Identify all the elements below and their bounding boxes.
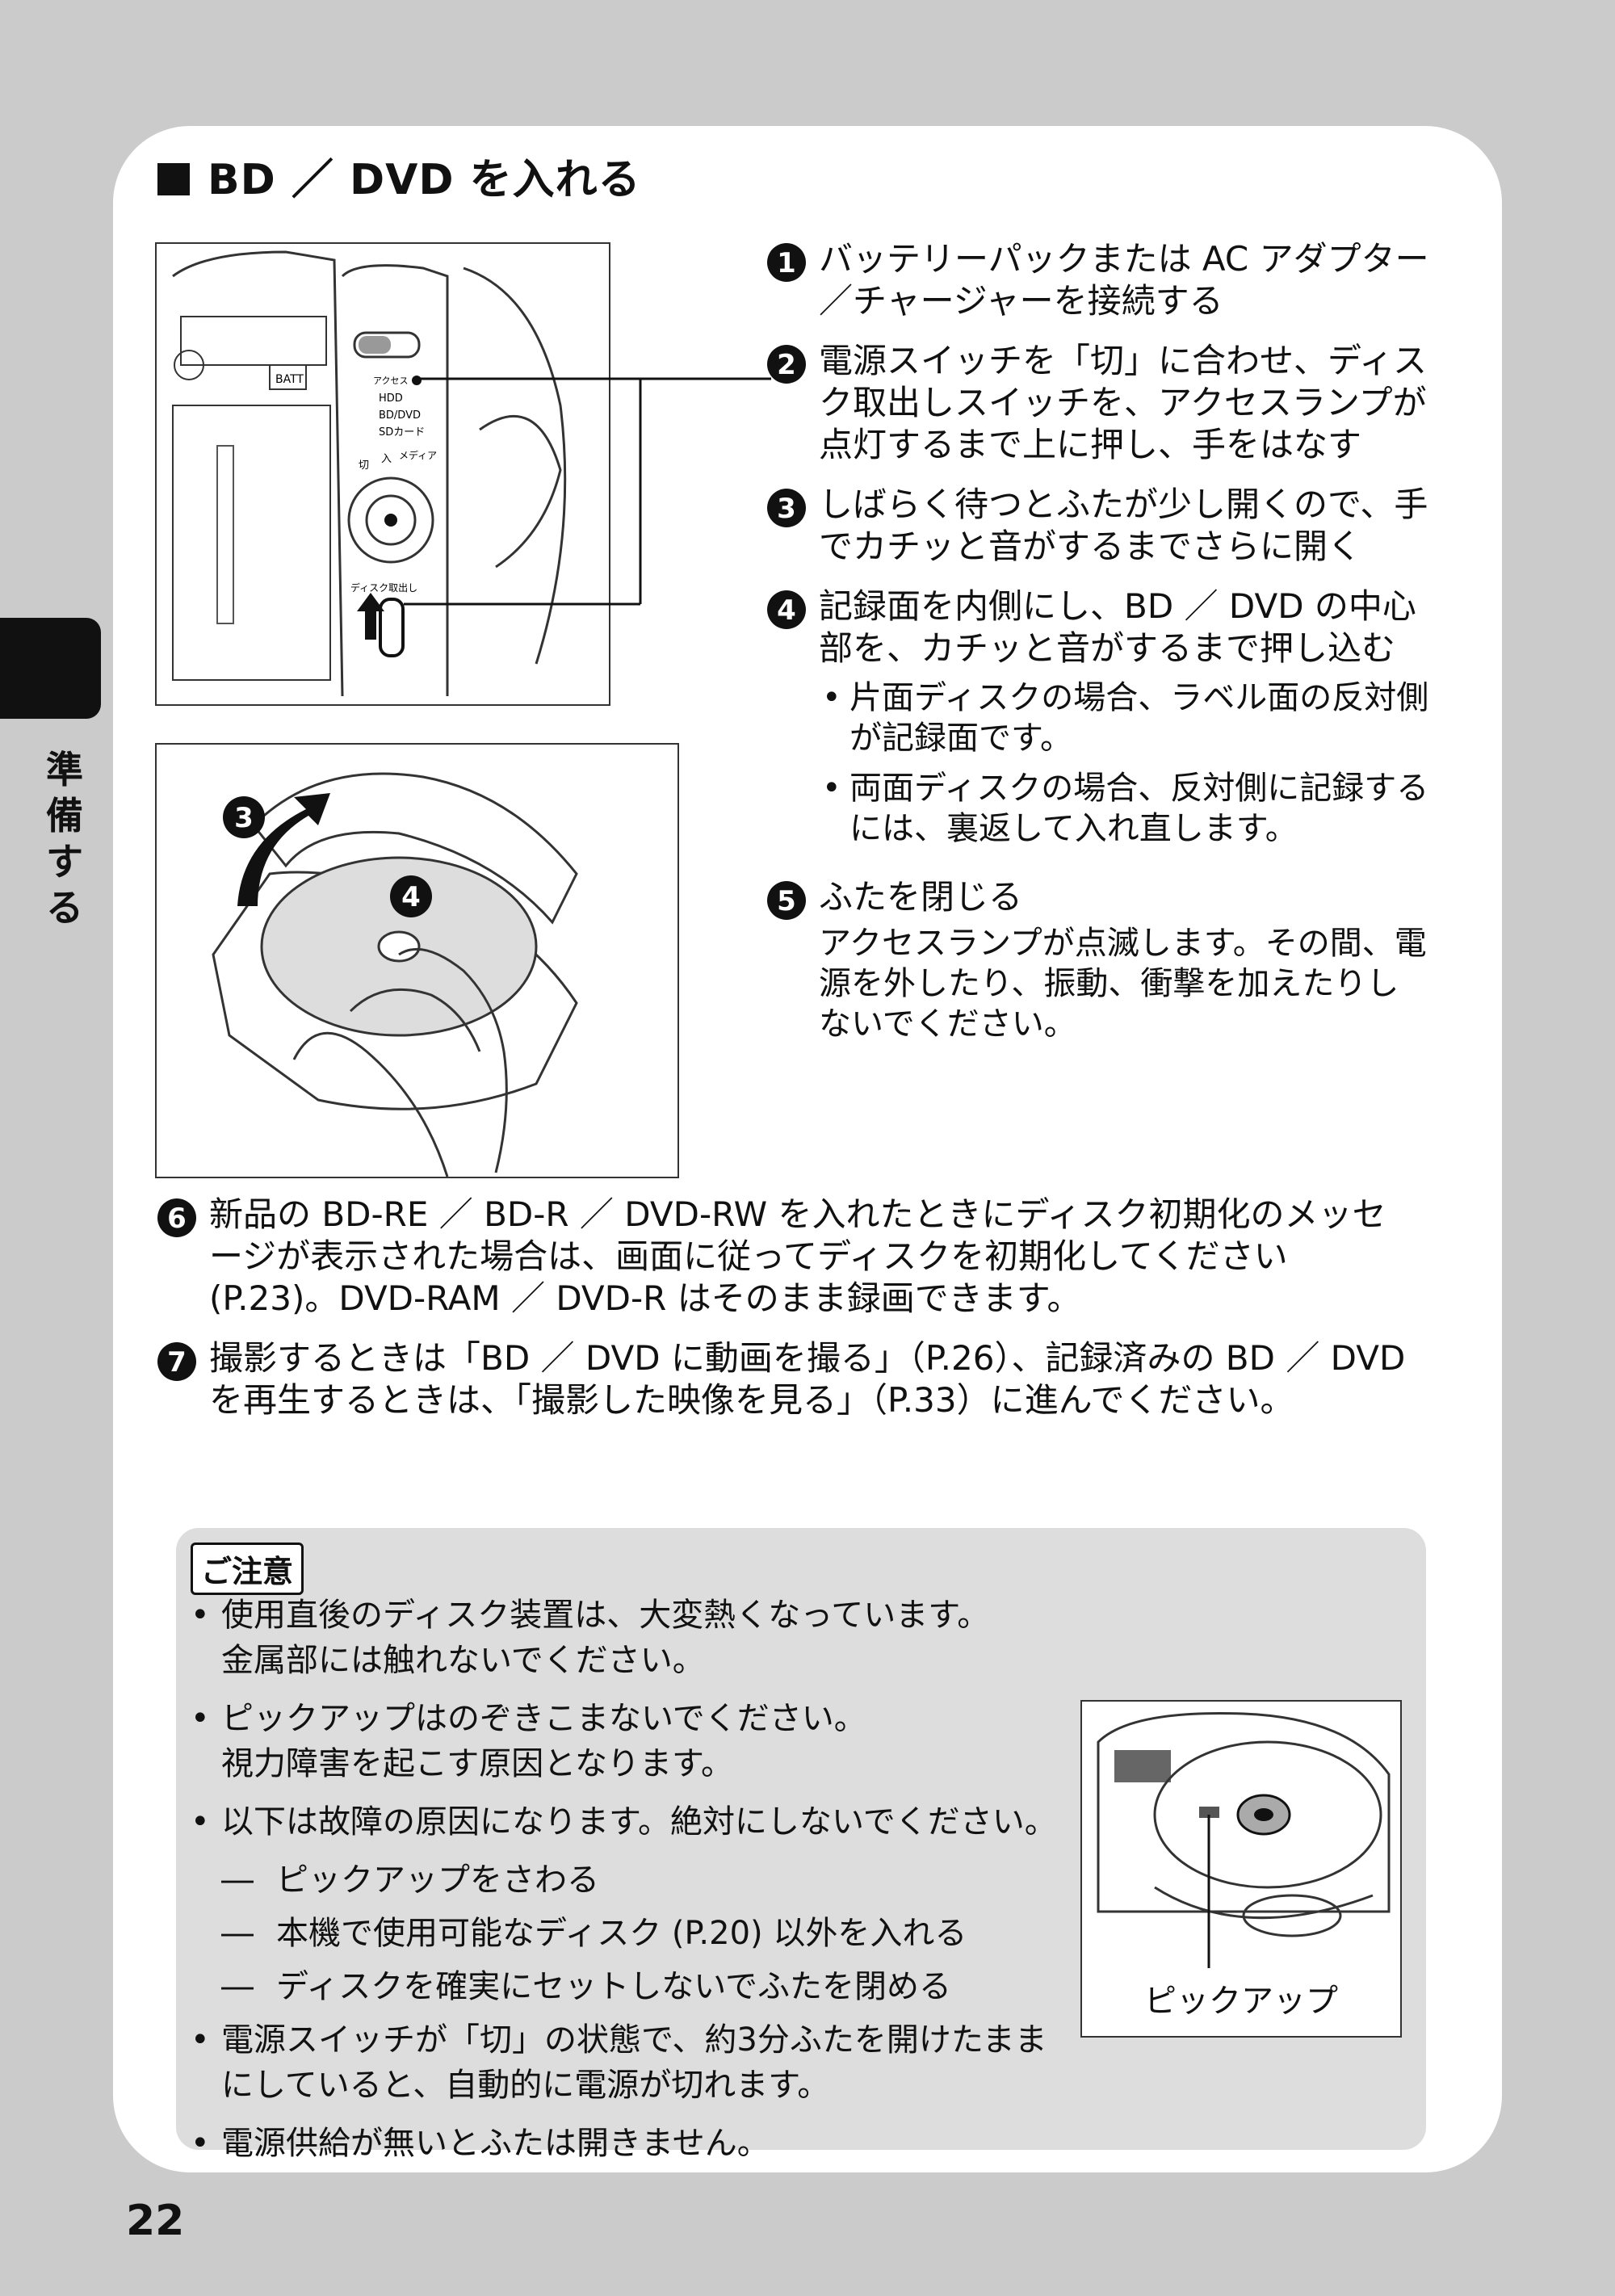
hdd-label: HDD [379, 392, 403, 405]
marker-4: 4 [401, 881, 421, 913]
step-4: 4 記録面を内側にし、BD ／ DVD の中心部を、カチッと音がするまで押し込む… [767, 586, 1429, 858]
dash-text: ピックアップをさわる [276, 1862, 599, 1899]
step-5: 5 ふたを閉じる アクセスランプが点滅します。その間、電源を外したり、振動、衝撃… [767, 876, 1429, 1044]
step-text: ふたを閉じる [819, 877, 1023, 917]
on-label: 入 [381, 453, 392, 465]
section-heading: BD ／ DVD を入れる [157, 145, 641, 206]
steps-full-width: 6 新品の BD-RE ／ BD-R ／ DVD-RW を入れたときにディスク初… [157, 1194, 1417, 1439]
list-item: 片面ディスクの場合、ラベル面の反対側が記録面です。 [819, 678, 1429, 758]
step-2: 2 電源スイッチを「切」に合わせ、ディスク取出しスイッチを、アクセスランプが点灯… [767, 340, 1429, 466]
dash-item: ― ディスクを確実にセットしないでふたを閉める [187, 1964, 1076, 2009]
dash-item: ― 本機で使用可能なディスク (P.20) 以外を入れる [187, 1911, 1076, 1956]
marker-3: 3 [234, 802, 254, 834]
dash-text: 本機で使用可能なディスク (P.20) 以外を入れる [276, 1915, 967, 1952]
camera-side-illustration: BATT アクセス HDD BD/DVD SDカード 切 入 メディア ディスク… [155, 242, 610, 706]
step-note: アクセスランプが点滅します。その間、電源を外したり、振動、衝撃を加えたりしないで… [819, 925, 1427, 1043]
insert-disc-drawing: 3 4 [212, 772, 578, 1177]
dash-mark: ― [221, 1862, 254, 1899]
step-4-bullets: 片面ディスクの場合、ラベル面の反対側が記録面です。 両面ディスクの場合、反対側に… [819, 678, 1429, 849]
step-number: 1 [767, 243, 806, 282]
step-6: 6 新品の BD-RE ／ BD-R ／ DVD-RW を入れたときにディスク初… [157, 1194, 1417, 1320]
step-1: 1 バッテリーパックまたは AC アダプター／チャージャーを接続する [767, 238, 1429, 322]
list-item: 使用直後のディスク装置は、大変熱くなっています。 金属部には触れないでください。 [187, 1593, 1076, 1683]
dash-text: ディスクを確実にセットしないでふたを閉める [276, 1968, 951, 2005]
list-item: 両面ディスクの場合、反対側に記録するには、裏返して入れ直します。 [819, 768, 1429, 849]
dash-item: ― ピックアップをさわる [187, 1857, 1076, 1903]
step-number: 3 [767, 489, 806, 527]
steps-right-column: 1 バッテリーパックまたは AC アダプター／チャージャーを接続する 2 電源ス… [767, 238, 1429, 1062]
bddvd-label: BD/DVD [379, 409, 421, 422]
dash-mark: ― [221, 1915, 254, 1952]
heading-text: BD ／ DVD を入れる [208, 156, 641, 204]
camera-side-drawing: BATT アクセス HDD BD/DVD SDカード 切 入 メディア ディスク… [172, 250, 567, 697]
list-item: ピックアップはのぞきこまないでください。 視力障害を起こす原因となります。 [187, 1696, 1076, 1786]
chapter-label: 準備する [46, 748, 83, 930]
step-text: バッテリーパックまたは AC アダプター／チャージャーを接続する [819, 239, 1429, 321]
step-7: 7 撮影するときは「BD ／ DVD に動画を撮る」（P.26）、記録済みの B… [157, 1337, 1417, 1421]
access-label: アクセス [373, 376, 408, 386]
chapter-tab [0, 618, 101, 719]
step-text: しばらく待つとふたが少し開くので、手でカチッと音がするまでさらに開く [819, 485, 1428, 566]
pickup-drawing [1097, 1711, 1391, 1968]
step-text: 新品の BD-RE ／ BD-R ／ DVD-RW を入れたときにディスク初期化… [209, 1194, 1386, 1318]
step-number: 5 [767, 881, 806, 920]
media-label: メディア [399, 449, 437, 461]
batt-label: BATT [275, 373, 304, 386]
off-label: 切 [359, 460, 369, 472]
step-3: 3 しばらく待つとふたが少し開くので、手でカチッと音がするまでさらに開く [767, 484, 1429, 568]
square-bullet-icon [157, 163, 190, 195]
step-text: 記録面を内側にし、BD ／ DVD の中心部を、カチッと音がするまで押し込む [819, 586, 1416, 668]
sd-label: SDカード [379, 426, 425, 439]
step-number: 6 [157, 1198, 196, 1237]
step-text: 電源スイッチを「切」に合わせ、ディスク取出しスイッチを、アクセスランプが点灯する… [819, 341, 1428, 464]
caution-title: ご注意 [191, 1543, 304, 1595]
list-item: 以下は故障の原因になります。絶対にしないでください。 [187, 1799, 1076, 1845]
step-number: 2 [767, 345, 806, 384]
pickup-illustration: ピックアップ [1080, 1700, 1402, 2038]
dash-mark: ― [221, 1968, 254, 2005]
caution-list: 使用直後のディスク装置は、大変熱くなっています。 金属部には触れないでください。… [187, 1593, 1076, 2179]
list-item: 電源供給が無いとふたは開きません。 [187, 2121, 1076, 2166]
step-text: 撮影するときは「BD ／ DVD に動画を撮る」（P.26）、記録済みの BD … [209, 1338, 1406, 1420]
step-number: 4 [767, 590, 806, 629]
insert-disc-illustration: 3 4 [155, 743, 679, 1178]
eject-label: ディスク取出し [350, 581, 417, 594]
step-number: 7 [157, 1342, 196, 1381]
pickup-label: ピックアップ [1144, 1983, 1338, 2020]
list-item: 電源スイッチが「切」の状態で、約3分ふたを開けたままにしていると、自動的に電源が… [187, 2017, 1076, 2108]
page-number: 22 [126, 2197, 185, 2245]
